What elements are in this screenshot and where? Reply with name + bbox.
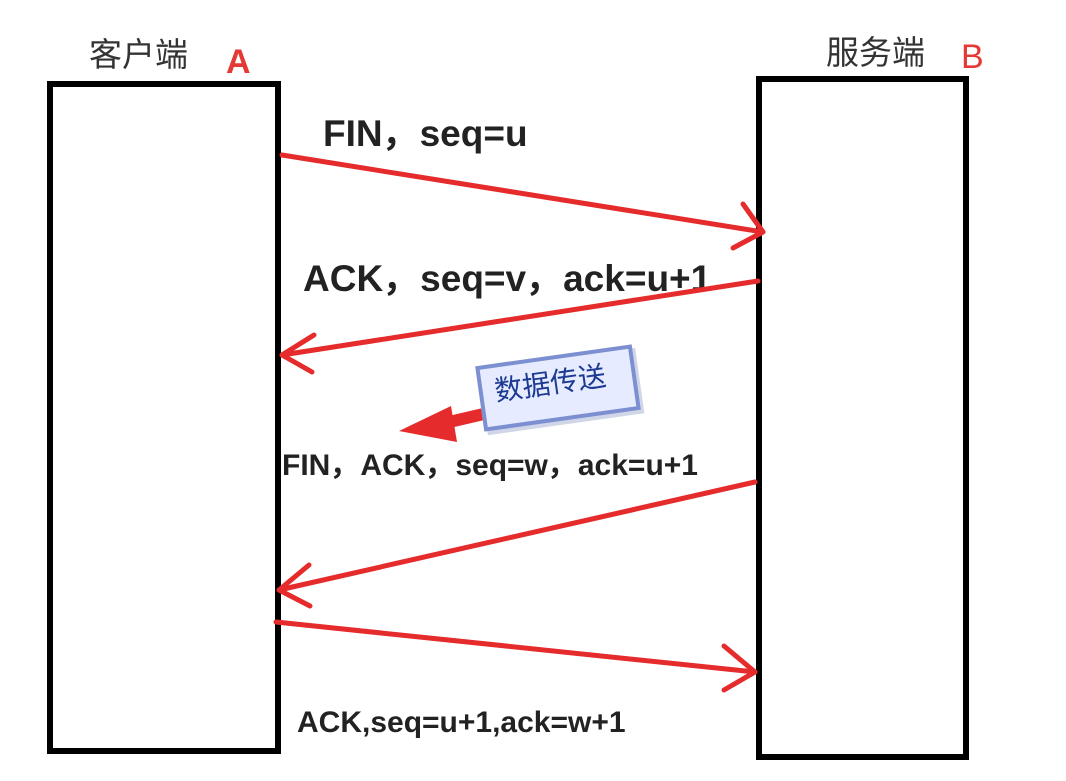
server-box <box>756 76 969 760</box>
arrows-group <box>273 152 766 693</box>
arrow-ack-head <box>279 332 317 375</box>
arrow-fin-ack-head <box>276 562 313 609</box>
arrow-ack-line <box>279 278 761 358</box>
server-label: 服务端 <box>826 33 925 72</box>
message-3-label: FIN，ACK，seq=w，ack=u+1 <box>282 449 698 482</box>
data-transfer-arrow-head <box>399 406 457 442</box>
message-4-label: ACK,seq=u+1,ack=w+1 <box>297 706 626 739</box>
arrow-fin-head <box>730 201 766 251</box>
arrow-fin-ack-line <box>276 479 758 593</box>
message-2-label: ACK，seq=v，ack=u+1 <box>303 258 712 299</box>
arrow-final-ack-line <box>273 619 758 675</box>
client-letter: A <box>226 43 251 81</box>
server-letter: B <box>961 38 984 76</box>
arrow-fin-line <box>279 152 766 235</box>
arrow-final-ack-head <box>721 643 758 693</box>
client-label: 客户端 <box>89 35 188 74</box>
message-1-label: FIN，seq=u <box>323 113 528 154</box>
client-box <box>47 81 281 754</box>
